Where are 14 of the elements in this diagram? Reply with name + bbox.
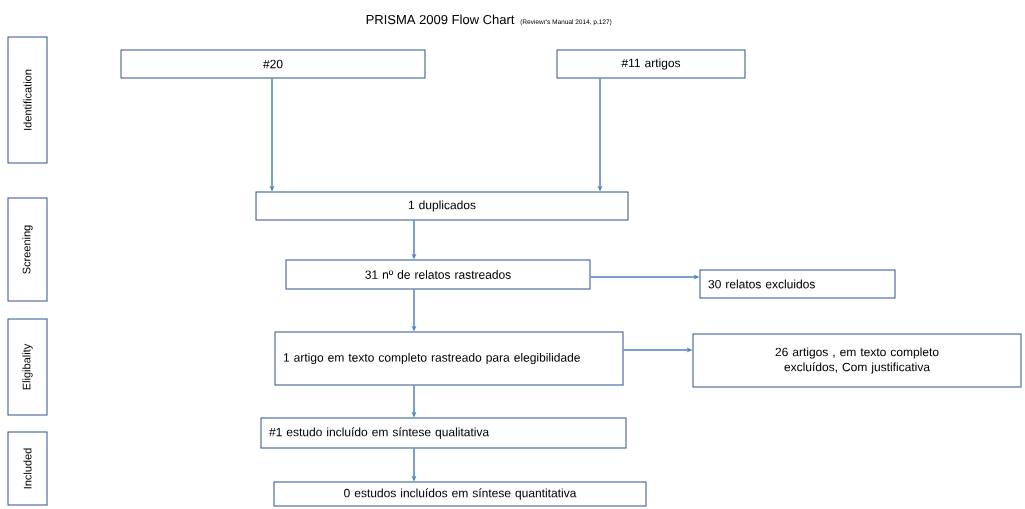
title: PRISMA 2009 Flow Chart [366,14,515,25]
process-box: #20 [120,49,426,79]
stage-label-box: Screening [7,197,48,302]
process-box: #11 artigos [556,49,746,79]
process-box: 1 duplicados [255,191,629,221]
process-box: 1 artigo em texto completo rastreado para elegibilidade [274,331,624,386]
process-box: #1 estudo incluído em síntese qualitativa [260,417,627,449]
process-box: 31 nº de relatos rastreados [285,259,591,290]
process-box: 0 estudos incluídos em síntese quantitativa [273,481,647,507]
process-box: 30 relatos excluidos [699,269,896,299]
stage-label-box: Eligibality [7,318,48,416]
stage-label-box: Identification [7,36,48,164]
process-box: 26 artigos , em texto completo excluídos, Com justificativa [692,333,1022,388]
stage-label-box: Included [7,431,48,506]
